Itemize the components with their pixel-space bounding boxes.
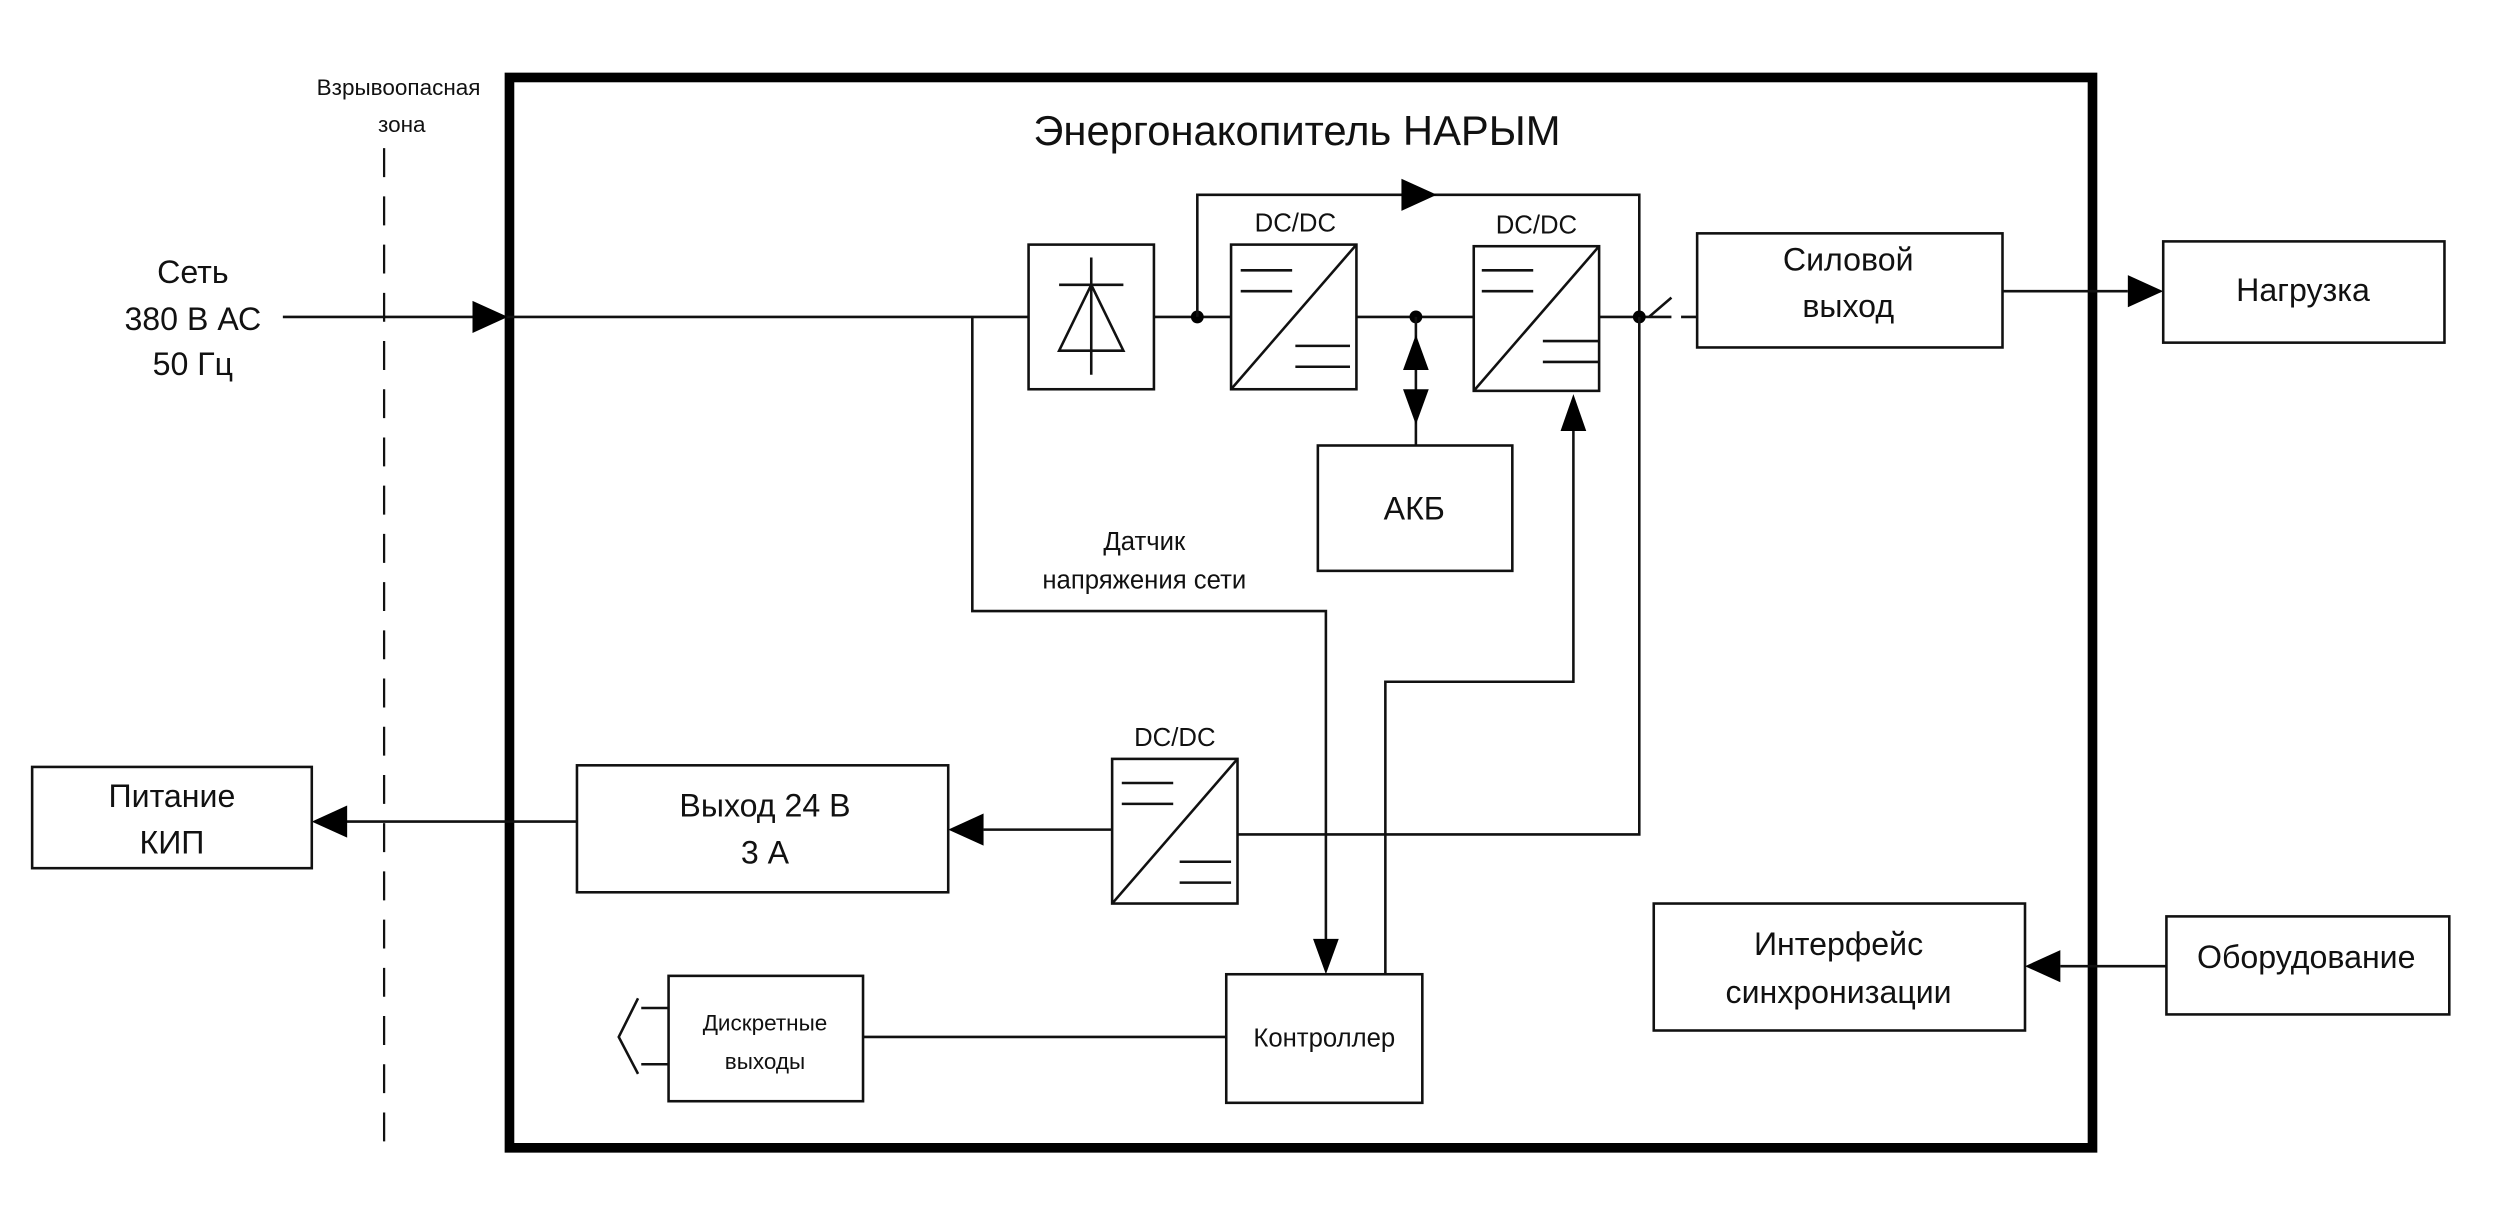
sensor-arrow-icon [1313, 938, 1339, 975]
dcdc2-converter [1472, 244, 1601, 393]
control-line [1384, 427, 1575, 975]
load-label: Нагрузка [2236, 272, 2370, 308]
discrete-outputs-box [667, 974, 865, 1103]
bypass-arrow-icon [1401, 178, 1437, 211]
input-label-line2: 380 В АС [124, 301, 261, 337]
kip-arrow-icon [311, 805, 348, 838]
diode-icon [1057, 257, 1126, 375]
battery-arrow-down-icon [1403, 389, 1429, 425]
sensor-label-line1: Датчик [1103, 528, 1186, 556]
control-arrow-icon [1560, 394, 1587, 432]
discrete-outputs-line1: Дискретные [703, 1011, 828, 1036]
dcdc3-label: DC/DC [1134, 724, 1215, 752]
dcdc2-label: DC/DC [1496, 211, 1577, 239]
hazard-zone-label-line2: зона [378, 112, 426, 137]
junction-dot [1190, 310, 1204, 324]
output24-line1: Выход 24 В [679, 788, 850, 824]
kip-power-line1: Питание [109, 778, 236, 814]
feed-line [1231, 316, 1641, 836]
battery-label: АКБ [1384, 490, 1445, 526]
equipment-label: Оборудование [2197, 939, 2416, 975]
input-label-line1: Сеть [157, 254, 228, 290]
sensor-line [971, 316, 1328, 943]
controller-box [1224, 972, 1424, 1105]
power-output-box [1695, 232, 2004, 349]
dcdc3-converter [1110, 757, 1239, 905]
controller-label: Контроллер [1253, 1025, 1395, 1053]
power-output-line1: Силовой [1783, 241, 1914, 277]
system-title: Энергонакопитель НАРЫМ [1033, 107, 1560, 154]
output24-line2: 3 А [741, 834, 790, 870]
hazard-zone-label-line1: Взрывоопасная [317, 75, 481, 100]
sensor-label-line2: напряжения сети [1042, 567, 1246, 595]
load-box [2161, 240, 2446, 344]
discrete-output-fork-icon [617, 997, 669, 1075]
input-label-line3: 50 Гц [153, 346, 233, 382]
load-arrow-icon [2127, 275, 2164, 308]
dcdc1-label: DC/DC [1255, 210, 1336, 238]
sync-interface-line2: синхронизации [1726, 974, 1952, 1010]
sync-arrow-icon [2025, 950, 2061, 983]
equipment-box [2165, 915, 2451, 1016]
dcdc1-converter [1229, 243, 1358, 391]
battery-arrow-up-icon [1403, 334, 1429, 370]
power-output-line2: выход [1802, 288, 1894, 324]
system-frame [504, 72, 2098, 1153]
output24-arrow-icon [948, 813, 984, 846]
sync-interface-box [1652, 902, 2027, 1032]
sync-interface-line1: Интерфейс [1754, 926, 1923, 962]
switch-icon [1648, 296, 1673, 318]
kip-power-box [30, 765, 314, 870]
kip-power-line2: КИП [140, 825, 205, 861]
output24-box [575, 764, 950, 894]
input-arrow-icon [472, 300, 508, 333]
discrete-outputs-line2: выходы [725, 1049, 805, 1074]
battery-box [1316, 444, 1514, 573]
